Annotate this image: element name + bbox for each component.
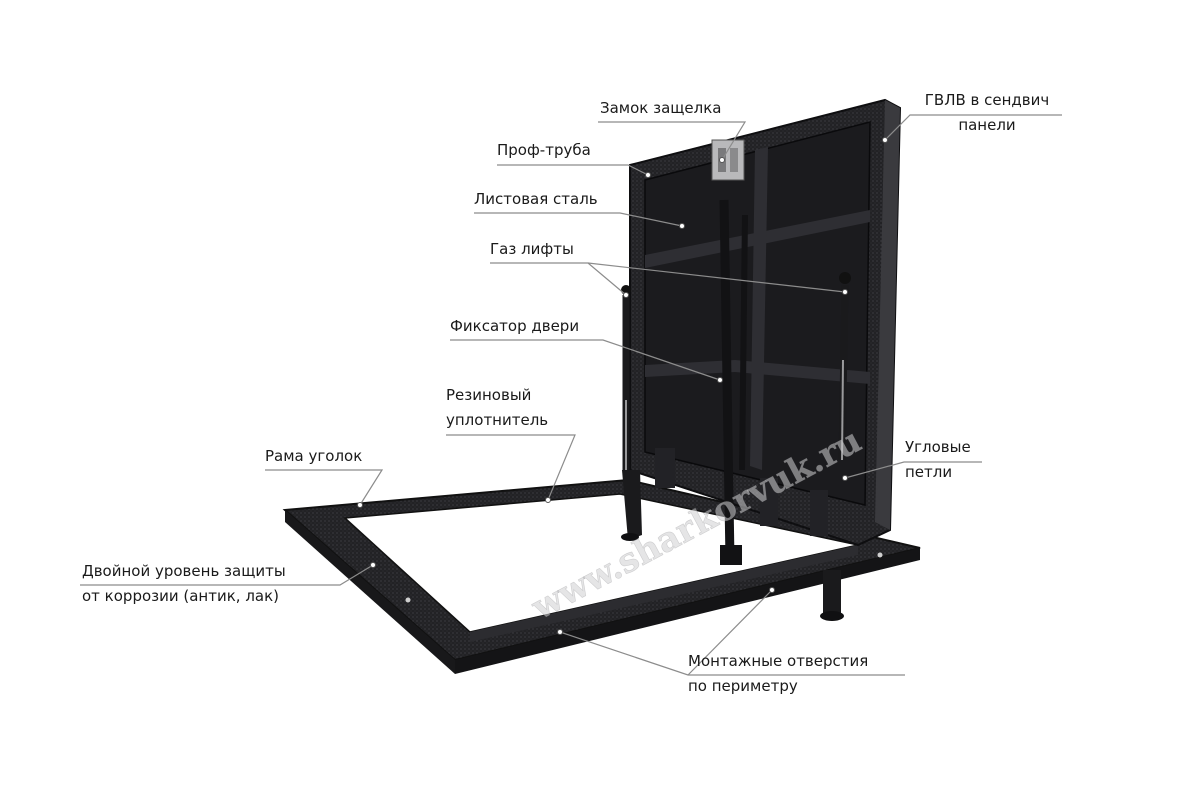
label-fiksator: Фиксатор двери: [450, 317, 580, 335]
label-prof-truba: Проф-труба: [497, 141, 591, 159]
label-montazhnye: Монтажные отверстия по периметру: [688, 652, 869, 695]
label-gaz-lifty: Газ лифты: [490, 240, 574, 258]
leader-rez: [446, 434, 576, 501]
leader-list: [474, 212, 683, 227]
leader-prof: [497, 164, 649, 176]
label-uglovye-petli: Угловые петли: [905, 438, 971, 481]
label-rama-ugolok: Рама уголок: [265, 447, 363, 465]
leader-gvlv: [884, 114, 1062, 141]
label-listovaya-stal: Листовая сталь: [474, 190, 598, 208]
leader-dots: [357, 137, 888, 635]
leader-lines: [80, 114, 1062, 676]
label-dvoinoy-uroven: Двойной уровень защиты от коррозии (анти…: [82, 562, 286, 605]
leader-fiks: [450, 339, 721, 381]
leader-mont-b: [687, 589, 773, 676]
label-zamok: Замок защелка: [600, 99, 722, 117]
label-gvlv: ГВЛВ в сендвич панели: [924, 91, 1050, 134]
leader-ugl: [844, 461, 982, 479]
gas-lifts: [621, 199, 851, 565]
leader-dvoi: [80, 564, 374, 586]
leader-zamok: [598, 121, 747, 161]
leader-gaz-a: [490, 262, 627, 296]
leader-gaz-b: [587, 262, 846, 293]
leader-rama: [265, 469, 384, 506]
label-rezinovy: Резиновый уплотнитель: [446, 386, 549, 429]
lid-panel: [629, 98, 902, 547]
